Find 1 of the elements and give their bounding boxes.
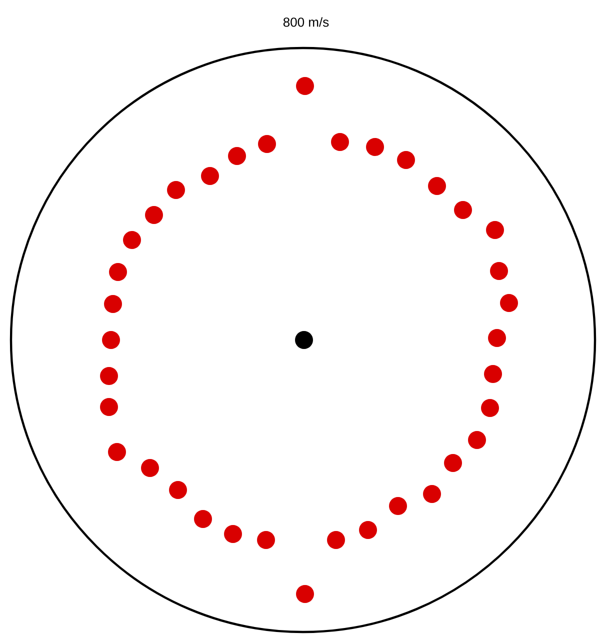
speed-label: 800 m/s <box>283 17 329 27</box>
